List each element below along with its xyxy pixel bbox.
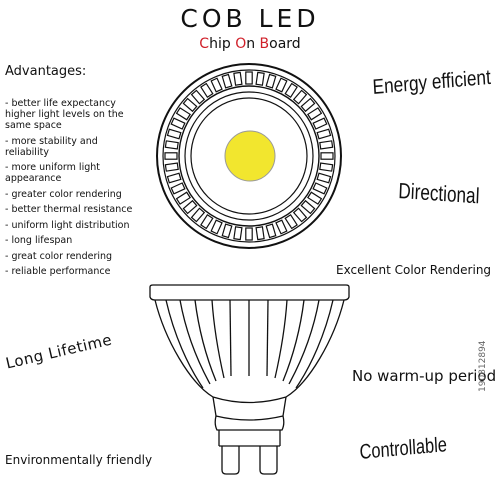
outer-rim [156, 63, 342, 249]
bulb-neck-top [212, 396, 287, 404]
cooling-fin [245, 227, 253, 241]
cooling-fin [255, 226, 265, 241]
cob-chip [224, 130, 276, 182]
subtitle-part-n: n [246, 36, 260, 52]
stock-id: 190812894 [478, 340, 488, 392]
cooling-fin [164, 152, 178, 160]
advantage-item: greater color rendering [5, 189, 140, 200]
cooling-fin [221, 73, 233, 89]
cooling-fin [292, 89, 308, 105]
cooling-fin [170, 182, 186, 195]
cooling-fin [190, 89, 206, 105]
advantage-item: better thermal resistance [5, 204, 140, 215]
cooling-fin [200, 82, 214, 98]
cob-top-view [156, 63, 342, 249]
mr16-bulb-side-view [149, 284, 350, 475]
bulb-neck [212, 396, 287, 421]
reflector-ring-inner [184, 91, 314, 221]
cooling-fin [275, 219, 288, 235]
cooling-fin [200, 214, 214, 230]
cooling-fin [210, 219, 223, 235]
cooling-fin [265, 223, 277, 239]
cooling-fin [307, 191, 323, 205]
subtitle: Chip On Board [0, 36, 500, 52]
reflector-ring [178, 85, 320, 227]
cooling-fin [190, 207, 206, 223]
advantage-item: long lifespan [5, 235, 140, 246]
advantage-item: reliable performance [5, 266, 140, 277]
advantage-item: more uniform light appearance [5, 162, 140, 184]
cooling-fin [300, 97, 316, 113]
feature-no-warm-up: No warm-up period [352, 367, 497, 385]
cooling-fin [166, 172, 182, 184]
left-pin [221, 446, 240, 475]
bulb-fins [165, 299, 334, 389]
cooling-fins [164, 71, 334, 241]
lens-ring [190, 97, 308, 215]
cooling-fin [164, 140, 179, 150]
cooling-fin [300, 199, 316, 215]
cooling-fin [233, 71, 243, 86]
page-title: COB LED [180, 4, 320, 33]
cooling-fin [312, 117, 328, 130]
bulb-front-rim [149, 284, 350, 301]
cooling-fin [292, 207, 308, 223]
advantage-item: more stability and reliability [5, 136, 140, 158]
subtitle-letter-b: B [259, 36, 270, 52]
cooling-fin [275, 77, 288, 93]
subtitle-part-oard: oard [269, 36, 301, 52]
bulb-body-left [154, 299, 214, 398]
cooling-fin [307, 107, 323, 121]
cooling-fin [182, 97, 198, 113]
bulb-base-sides [218, 430, 281, 446]
cooling-fin [233, 226, 243, 241]
cooling-fin [284, 82, 298, 98]
cooling-fin [166, 128, 182, 140]
advantages-title: Advantages: [5, 64, 87, 79]
bulb-body-right [285, 299, 345, 398]
cooling-fin [255, 71, 265, 86]
cooling-fin [164, 162, 179, 172]
cooling-fin [319, 162, 334, 172]
cooling-fin [312, 182, 328, 195]
subtitle-part-hip: hip [209, 36, 236, 52]
feature-color-rendering: Excellent Color Rendering [336, 263, 492, 277]
advantages-list: better life expectancy higher light leve… [5, 98, 140, 282]
cooling-fin [175, 191, 191, 205]
feature-eco-friendly: Environmentally friendly [5, 453, 153, 467]
cooling-fin [210, 77, 223, 93]
cooling-fin [221, 223, 233, 239]
cooling-fin [170, 117, 186, 130]
cooling-fin [320, 152, 334, 160]
outer-rim-inner [162, 69, 336, 243]
feature-directional: Directional [397, 178, 480, 209]
cooling-fin [284, 214, 298, 230]
cooling-fin [265, 73, 277, 89]
advantage-item: great color rendering [5, 251, 140, 262]
cooling-fin [316, 128, 332, 140]
cooling-fin [245, 71, 253, 85]
cooling-fin [175, 107, 191, 121]
advantage-item: uniform light distribution [5, 220, 140, 231]
subtitle-letter-o: O [235, 36, 247, 52]
cooling-fin [319, 140, 334, 150]
right-pin [259, 446, 278, 475]
advantage-item: better life expectancy higher light leve… [5, 98, 140, 131]
bulb-base-band [214, 415, 285, 431]
cooling-fin [182, 199, 198, 215]
subtitle-letter-c: C [199, 36, 210, 52]
cooling-fin [316, 172, 332, 184]
